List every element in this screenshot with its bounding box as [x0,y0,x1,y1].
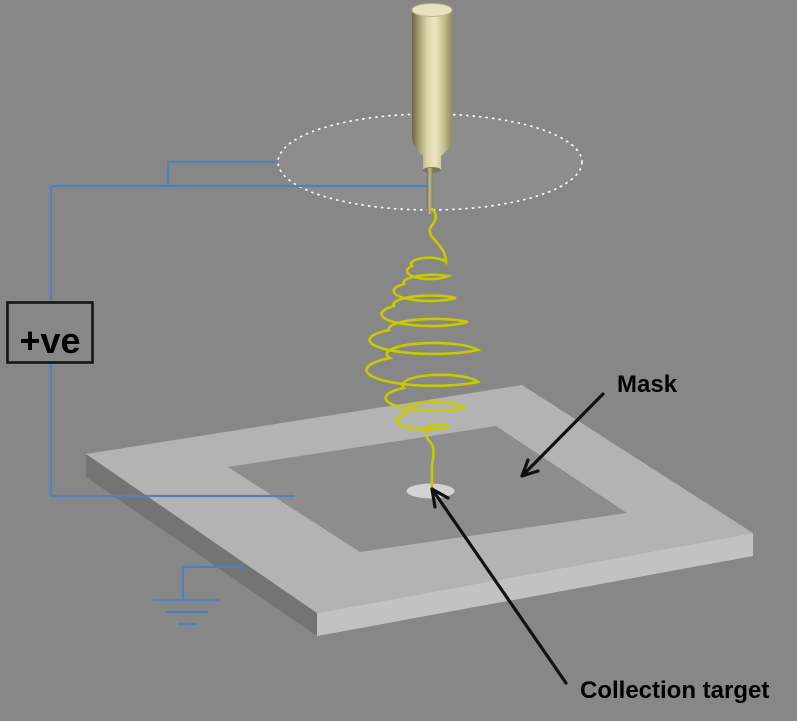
voltage-source: +ve [6,301,94,364]
ground-wire [181,565,244,600]
positive-wiring [49,160,427,498]
wire-source-to-mask [49,363,295,498]
syringe-top [411,3,453,17]
platform [86,385,753,636]
voltage-source-box [6,301,94,364]
wire-to-disc [166,160,278,186]
annotation-arrows [430,392,605,685]
voltage-source-label: +ve [19,320,80,361]
ground-symbol [153,565,244,626]
platform-side-left [86,454,317,636]
mask-label: Mask [617,371,678,398]
syringe [411,3,453,214]
mask-arrow [520,392,605,478]
collection-target-label: Collection target [580,677,769,704]
fiber-jet [365,207,482,492]
collection-target-arrow [430,487,568,685]
syringe-barrel [412,10,452,170]
needle [426,168,433,214]
platform-side-right [317,533,753,636]
ground-bars [153,598,220,626]
